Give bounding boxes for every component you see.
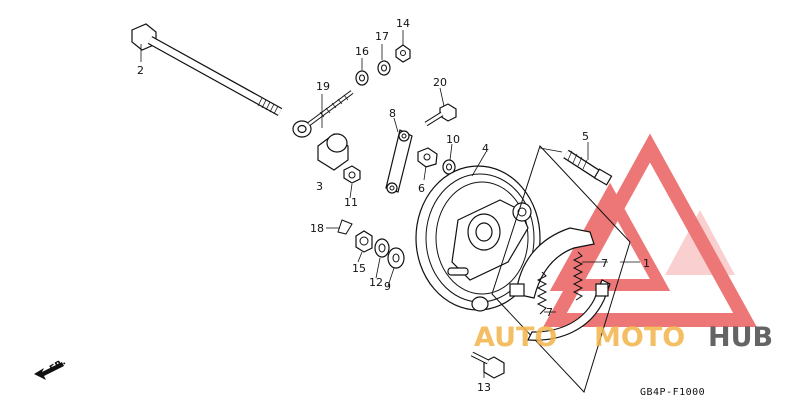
part-label: 10 bbox=[446, 133, 460, 146]
adjuster-bolt-part bbox=[292, 90, 354, 138]
part-label: 20 bbox=[433, 76, 447, 89]
bolt-part bbox=[470, 351, 505, 379]
part-label: 15 bbox=[352, 262, 366, 275]
brake-shoe-part bbox=[509, 227, 595, 299]
axle-part bbox=[131, 23, 283, 116]
part-label: 9 bbox=[384, 280, 391, 293]
bolt-part bbox=[424, 103, 457, 127]
watermark-word-hub: HUB bbox=[708, 322, 773, 353]
part-label: 7 bbox=[601, 257, 608, 270]
part-label: 16 bbox=[355, 45, 369, 58]
part-label: 12 bbox=[369, 276, 383, 289]
watermark-word-moto: MOTO bbox=[594, 322, 685, 353]
part-number-labels: 1 2 3 4 5 6 7 7 8 9 10 11 12 13 14 15 16… bbox=[137, 17, 650, 394]
brake-arm-part bbox=[385, 129, 413, 194]
washer-part bbox=[374, 238, 390, 258]
part-label: 3 bbox=[316, 180, 323, 193]
spring-part bbox=[536, 271, 548, 315]
part-label: 13 bbox=[477, 381, 491, 394]
part-label: 19 bbox=[316, 80, 330, 93]
washer-part bbox=[377, 60, 391, 76]
watermark-text: AUTO MOTO HUB bbox=[474, 322, 773, 353]
leader-lines bbox=[140, 30, 640, 378]
nut-part bbox=[355, 230, 373, 253]
collar-part bbox=[317, 133, 349, 171]
part-label: 8 bbox=[389, 107, 396, 120]
nut-part bbox=[395, 44, 411, 63]
part-label: 1 bbox=[643, 257, 650, 270]
brake-shoe-part bbox=[527, 279, 611, 341]
part-label: 17 bbox=[375, 30, 389, 43]
part-label: 7 bbox=[546, 306, 553, 319]
part-label: 14 bbox=[396, 17, 410, 30]
part-label: 5 bbox=[582, 130, 589, 143]
part-label: 18 bbox=[310, 222, 324, 235]
washer-part bbox=[387, 247, 405, 269]
front-direction-arrow-icon bbox=[34, 362, 64, 380]
drawing-code: GB4P-F1000 bbox=[640, 387, 705, 398]
brake-panel-part bbox=[415, 165, 541, 312]
cotter-pin-part bbox=[337, 219, 353, 235]
part-label: 11 bbox=[344, 196, 358, 209]
brake-cam-part bbox=[563, 149, 613, 186]
direction-label: FR. bbox=[48, 357, 67, 374]
part-label: 2 bbox=[137, 64, 144, 77]
spring-part bbox=[572, 251, 584, 301]
watermark-word-auto: AUTO bbox=[474, 322, 557, 353]
nut-part bbox=[343, 165, 361, 184]
arm-bolt-part bbox=[417, 147, 438, 168]
washer-part bbox=[355, 70, 369, 86]
part-label: 4 bbox=[482, 142, 489, 155]
part-label: 6 bbox=[418, 182, 425, 195]
brake-shoe-box bbox=[491, 145, 631, 393]
